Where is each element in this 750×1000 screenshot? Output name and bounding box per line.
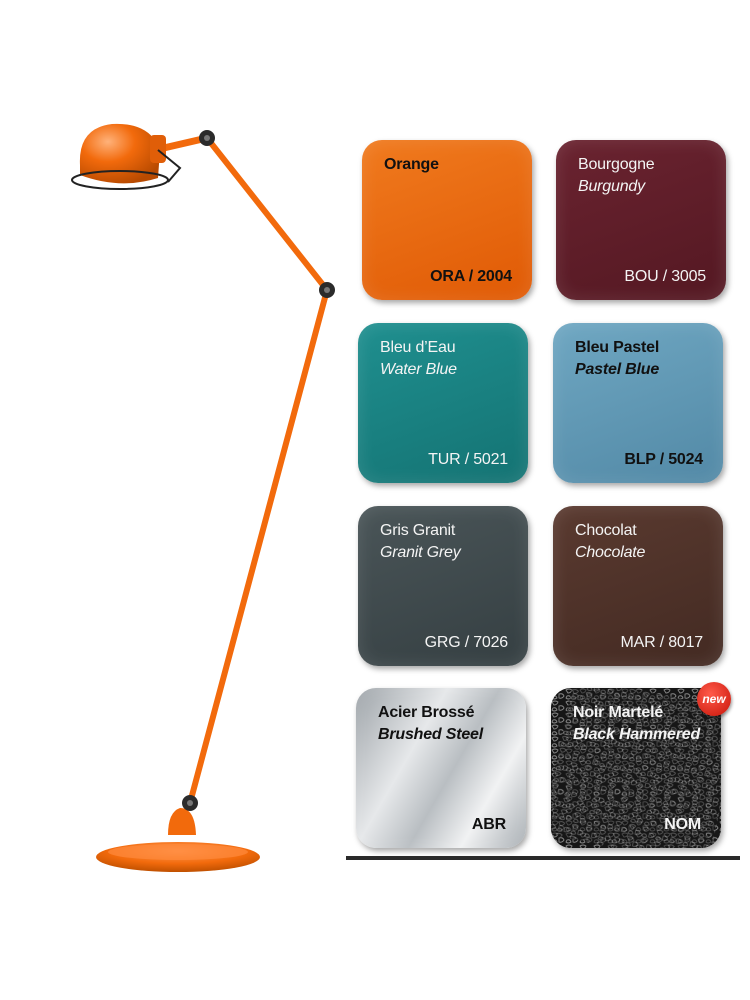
swatch-name: Gris Granit xyxy=(380,522,456,539)
swatch-code: BLP / 5024 xyxy=(624,451,703,468)
color-swatch-chocolate[interactable]: Chocolat Chocolate MAR / 8017 xyxy=(553,506,723,666)
swatch-name: Orange xyxy=(384,156,439,173)
color-swatch-brushed-steel[interactable]: Acier Brossé Brushed Steel ABR xyxy=(356,688,526,848)
swatch-name: Chocolat xyxy=(575,522,637,539)
lamp-upper-arm xyxy=(204,135,330,293)
swatch-name-english: Black Hammered xyxy=(573,726,701,743)
color-swatch-pastel-blue[interactable]: Bleu Pastel Pastel Blue BLP / 5024 xyxy=(553,323,723,483)
hammered-texture xyxy=(551,688,721,848)
color-swatch-water-blue[interactable]: Bleu d’Eau Water Blue TUR / 5021 xyxy=(358,323,528,483)
color-swatch-orange[interactable]: Orange ORA / 2004 xyxy=(362,140,532,300)
divider-line xyxy=(346,856,740,860)
lamp-lower-arm xyxy=(187,287,330,806)
swatch-name-english: Brushed Steel xyxy=(378,726,483,743)
swatch-name: Bourgogne xyxy=(578,156,655,173)
swatch-code: ABR xyxy=(471,816,506,833)
swatch-name: Bleu Pastel xyxy=(575,339,660,356)
lamp-shade xyxy=(79,123,160,184)
lamp-lower-joint xyxy=(168,808,196,835)
swatch-name-english: Pastel Blue xyxy=(575,361,660,378)
swatch-name-english: Water Blue xyxy=(380,361,457,378)
swatch-code: NOM xyxy=(664,816,701,833)
color-swatch-granit-grey[interactable]: Gris Granit Granit Grey GRG / 7026 xyxy=(358,506,528,666)
swatch-name-english: Burgundy xyxy=(578,178,645,195)
floor-lamp-illustration xyxy=(71,123,335,872)
lamp-wire-guard xyxy=(71,170,169,190)
swatch-name: Noir Martelé xyxy=(573,704,664,721)
color-swatch-black-hammered[interactable]: Noir Martelé Black Hammered NOM xyxy=(551,688,721,848)
swatch-name: Acier Brossé xyxy=(378,704,475,721)
swatch-code: GRG / 7026 xyxy=(424,634,509,651)
swatch-code: TUR / 5021 xyxy=(428,451,508,468)
swatch-name: Bleu d’Eau xyxy=(380,339,456,356)
swatch-code: ORA / 2004 xyxy=(430,268,512,285)
swatch-name-english: Chocolate xyxy=(575,544,646,561)
color-swatch-burgundy[interactable]: Bourgogne Burgundy BOU / 3005 xyxy=(556,140,726,300)
swatch-code: MAR / 8017 xyxy=(620,634,704,651)
swatch-name-english: Granit Grey xyxy=(380,544,461,561)
swatch-code: BOU / 3005 xyxy=(624,268,706,285)
new-badge: new xyxy=(697,682,731,716)
